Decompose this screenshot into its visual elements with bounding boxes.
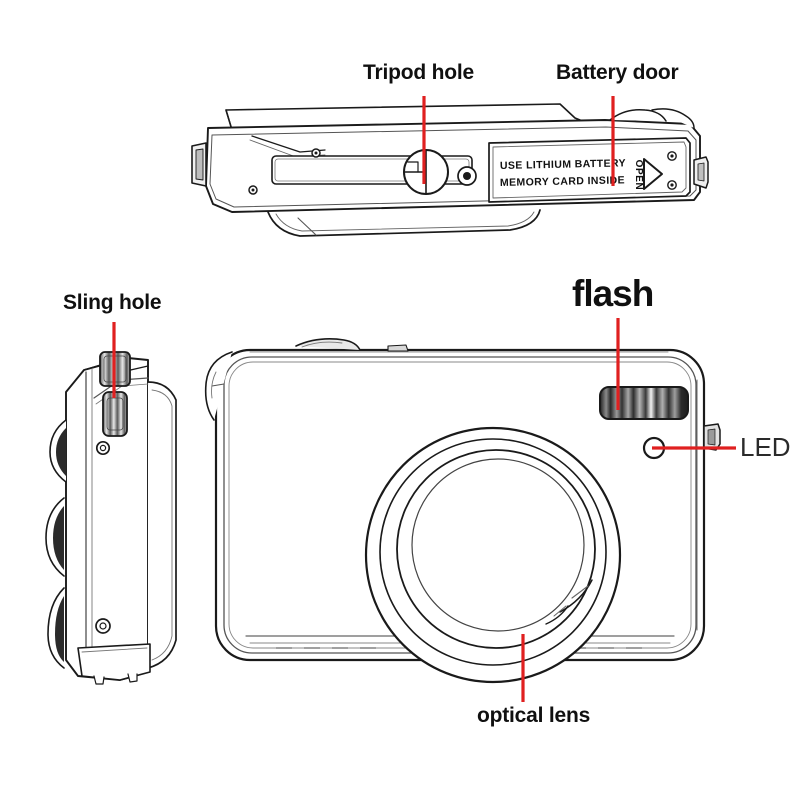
callout-label-optical-lens: optical lens — [477, 704, 591, 727]
callout-label-battery-door: Battery door — [556, 61, 679, 84]
callout-label-tripod-hole: Tripod hole — [363, 61, 474, 84]
side-view-drawing — [45, 351, 177, 685]
open-marker-text: OPEN — [633, 160, 644, 191]
front-view-drawing — [204, 338, 721, 684]
callout-label-sling-hole: Sling hole — [63, 291, 162, 314]
callout-label-led: LED — [740, 432, 791, 462]
battery-door-text-line2: MEMORY CARD INSIDE — [500, 174, 625, 189]
leader-lines — [112, 96, 736, 702]
battery-door-text-line1: USE LITHIUM BATTERY — [500, 157, 626, 172]
callout-label-flash: flash — [572, 273, 654, 314]
bottom-view-drawing: USE LITHIUM BATTERY MEMORY CARD INSIDE O… — [191, 103, 709, 237]
